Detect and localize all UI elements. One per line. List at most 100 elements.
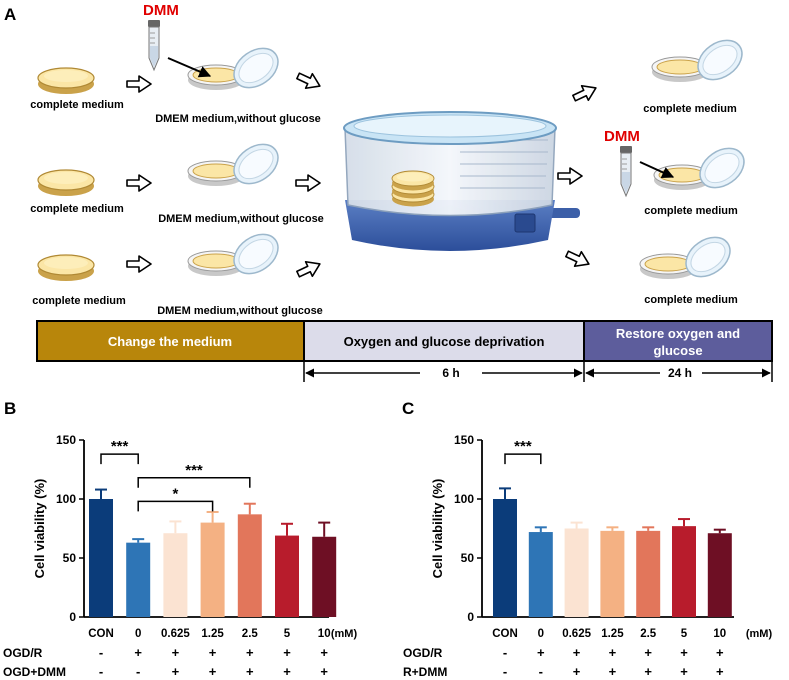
treatment-sign: + [644, 645, 652, 660]
y-tick-label: 0 [467, 610, 474, 624]
x-unit-label: (mM) [331, 628, 358, 640]
treatment-label: R+DMM [403, 665, 447, 679]
test-tube-icon [619, 146, 633, 197]
x-tick-label: 0.625 [562, 628, 591, 640]
significance-label: *** [185, 462, 203, 479]
y-tick-label: 50 [461, 551, 475, 565]
middle-medium-label: DMEM medium,without glucose [157, 305, 323, 317]
bar [528, 532, 553, 617]
bar [636, 530, 661, 617]
treatment-label: OGD+DMM [3, 665, 66, 679]
petri-dish-open-icon [639, 235, 736, 285]
bar [163, 533, 188, 617]
petri-dish-open-icon [187, 46, 284, 96]
bar [493, 499, 517, 617]
panel-letter-b: B [4, 399, 16, 418]
significance-bracket [100, 453, 139, 465]
treatment-sign: + [172, 645, 180, 660]
right-arrow-icon [293, 67, 325, 95]
significance-label: *** [514, 438, 532, 455]
bar [237, 514, 262, 617]
treatment-sign: + [680, 645, 688, 660]
petri-dish-open-icon [187, 232, 284, 282]
phase-label-ogd: Oxygen and glucose deprivation [344, 334, 545, 349]
x-tick-label: 10 [713, 628, 726, 640]
right-medium-label: complete medium [644, 205, 738, 217]
treatment-sign: + [644, 664, 652, 679]
treatment-sign: + [716, 645, 724, 660]
significance-bracket [504, 453, 542, 465]
left-medium-label: complete medium [30, 99, 124, 111]
x-tick-label: CON [88, 628, 114, 640]
treatment-sign: - [539, 664, 543, 679]
bar [126, 542, 151, 617]
dmm-label: DMM [604, 128, 640, 145]
phase-label-change-medium: Change the medium [108, 334, 232, 349]
right-medium-label: complete medium [643, 103, 737, 115]
y-tick-label: 0 [69, 610, 76, 624]
panel-a: A complete medium DMM DMEM medium,withou… [4, 2, 773, 382]
bar [707, 533, 732, 617]
treatment-sign: + [246, 645, 254, 660]
right-arrow-icon [293, 255, 325, 283]
treatment-sign: + [716, 664, 724, 679]
left-medium-label: complete medium [30, 203, 124, 215]
x-tick-label: 2.5 [242, 628, 259, 640]
significance-bracket [137, 500, 214, 512]
phase-box-ogd [303, 320, 585, 362]
y-axis-label: Cell viability (%) [32, 479, 47, 579]
timeline: Change the medium Oxygen and glucose dep… [36, 320, 773, 382]
x-unit-label: (mM) [746, 628, 773, 640]
treatment-sign: + [609, 664, 617, 679]
petri-dish-open-icon [187, 142, 284, 192]
bar [89, 499, 113, 617]
treatment-sign: + [573, 645, 581, 660]
treatment-sign: + [246, 664, 254, 679]
y-tick-label: 150 [56, 433, 76, 447]
right-arrow-icon [295, 174, 321, 192]
petri-dish-icon [37, 67, 95, 95]
bar [200, 522, 225, 617]
x-tick-label: 0.625 [161, 628, 190, 640]
x-tick-label: 5 [284, 628, 291, 640]
petri-dish-icon [37, 169, 95, 197]
treatment-sign: - [503, 645, 507, 660]
bar [312, 536, 337, 617]
treatment-sign: - [99, 645, 103, 660]
test-tube-icon [147, 20, 161, 71]
phase-label-restore: Restore oxygen and [616, 326, 740, 341]
x-tick-label: 1.25 [601, 628, 624, 640]
treatment-sign: + [209, 645, 217, 660]
x-tick-label: 1.25 [201, 628, 224, 640]
bar [275, 535, 299, 617]
significance-bracket [137, 477, 251, 488]
x-tick-label: 10 [318, 628, 331, 640]
bar [564, 528, 589, 617]
treatment-sign: + [134, 645, 142, 660]
right-arrow-icon [569, 79, 601, 107]
x-tick-label: 2.5 [640, 628, 657, 640]
y-tick-label: 50 [63, 551, 77, 565]
y-tick-label: 150 [454, 433, 474, 447]
right-arrow-icon [562, 245, 594, 273]
right-arrow-icon [126, 75, 152, 93]
treatment-sign: + [283, 664, 291, 679]
treatment-sign: + [537, 645, 545, 660]
x-tick-label: 5 [681, 628, 688, 640]
pointer-arrow [167, 57, 212, 78]
left-medium-label: complete medium [32, 295, 126, 307]
treatment-sign: - [136, 664, 140, 679]
treatment-sign: - [503, 664, 507, 679]
hypoxia-chamber-icon [343, 111, 580, 251]
phase-label-restore: glucose [653, 343, 702, 358]
bar [672, 526, 696, 617]
x-tick-label: CON [492, 628, 518, 640]
bar [600, 530, 625, 617]
right-arrow-icon [126, 255, 152, 273]
treatment-label: OGD/R [403, 646, 443, 660]
treatment-sign: + [609, 645, 617, 660]
significance-label: * [172, 485, 178, 502]
